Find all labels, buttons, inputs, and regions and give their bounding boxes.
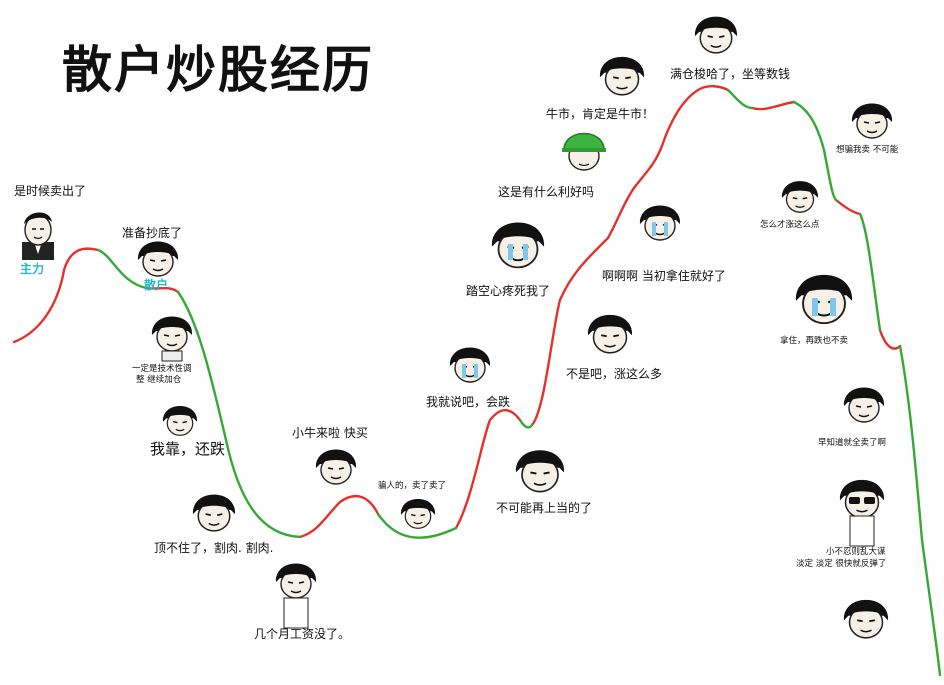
label-hold-on: 拿住，再跌也不卖	[780, 336, 849, 346]
label-missed: 踏空心疼死我了	[466, 284, 551, 298]
label-knew: 早知道就全卖了啊	[818, 438, 887, 448]
suit-man-face	[22, 212, 54, 260]
label-bull-market: 牛市，肯定是牛市！	[546, 107, 655, 121]
rising-segments	[12, 85, 902, 539]
mushroom-head-face	[599, 55, 645, 96]
mushroom-head-face	[315, 448, 357, 485]
label-tech-adjust-1: 一定是技术性调	[132, 364, 192, 374]
label-lied-sold: 骗人的，卖了卖了	[378, 481, 447, 491]
mushroom-head-face	[162, 405, 198, 436]
label-cut-loss: 顶不住了，割肉. 割肉.	[154, 541, 274, 555]
label-months-salary: 几个月工资没了。	[254, 627, 351, 641]
falling-segments	[96, 88, 942, 677]
mushroom-head-face	[851, 102, 893, 139]
crying-face	[449, 346, 491, 383]
label-zhuli: 主力	[20, 262, 45, 276]
label-tech-adjust-2: 整 继续加仓	[136, 375, 182, 385]
label-small-bull: 小牛来啦 快买	[292, 426, 368, 440]
crying-face	[490, 221, 546, 269]
mushroom-head-face	[781, 180, 819, 213]
crying-face	[639, 204, 681, 241]
label-trick: 想骗我卖 不可能	[836, 145, 899, 155]
label-ready-bottom: 准备抄底了	[122, 226, 183, 240]
label-no-trick: 不可能再上当的了	[496, 501, 593, 515]
mushroom-head-face	[192, 493, 236, 532]
label-stay-calm-1: 小不忍则乱大谋	[826, 547, 886, 557]
label-stay-calm-2: 淡定 淡定 很快就反弹了	[796, 559, 887, 569]
green-helmet-face	[562, 132, 606, 171]
label-how-small: 怎么才涨这么点	[760, 220, 820, 230]
mushroom-head-face	[400, 498, 436, 529]
label-regret: 啊啊啊 当初拿住就好了	[602, 269, 726, 283]
label-good-news: 这是有什么利好吗	[498, 185, 595, 199]
label-full-position: 满仓梭哈了，坐等数钱	[670, 67, 791, 81]
mushroom-head-face	[514, 449, 566, 493]
crying-face	[794, 273, 854, 325]
mushroom-head-face	[151, 315, 193, 362]
sunglasses-face	[839, 478, 885, 547]
page-title: 散户炒股经历	[62, 41, 374, 99]
mushroom-head-face	[275, 562, 317, 629]
mushroom-head-face	[694, 15, 738, 54]
mushroom-head-face	[137, 240, 179, 277]
label-still-falling: 我靠，还跌	[150, 440, 226, 458]
label-no-way: 不是吧，涨这么多	[566, 367, 663, 381]
label-told-you: 我就说吧，会跌	[426, 395, 511, 409]
mushroom-head-face	[587, 313, 633, 354]
label-sanhu: 散户	[144, 278, 169, 292]
label-sell-now: 是时候卖出了	[14, 184, 87, 198]
mushroom-head-face	[843, 386, 885, 423]
mushroom-head-face	[843, 598, 889, 639]
